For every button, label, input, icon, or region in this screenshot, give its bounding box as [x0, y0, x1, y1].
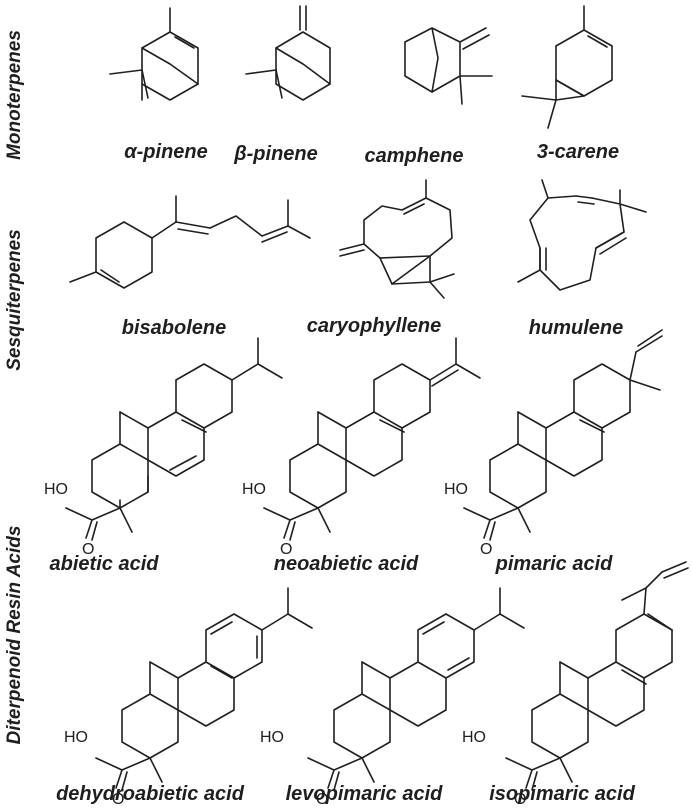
atom-o-dehydroabietic: O: [112, 791, 124, 808]
structure-levopimaric-acid: [307, 587, 525, 791]
atom-ho-dehydroabietic: HO: [64, 729, 88, 746]
category-monoterpenes: Monoterpenes: [4, 30, 25, 160]
atom-ho-isopimaric: HO: [462, 729, 486, 746]
structure-abietic-acid: [65, 337, 283, 541]
atom-o-pimaric: O: [480, 541, 492, 558]
label-3-carene: 3-carene: [537, 141, 619, 163]
structure-pimaric-acid: [463, 329, 663, 541]
atom-o-isopimaric: O: [514, 791, 526, 808]
atom-o-neoabietic: O: [280, 541, 292, 558]
atom-o-abietic: O: [82, 541, 94, 558]
atom-ho-levopimaric: HO: [260, 729, 284, 746]
label-humulene: humulene: [529, 317, 623, 339]
atom-ho-neoabietic: HO: [242, 481, 266, 498]
structure-beta-pinene: [245, 5, 331, 101]
atom-ho-abietic: HO: [44, 481, 68, 498]
label-bisabolene: bisabolene: [122, 317, 226, 339]
structure-alpha-pinene: [109, 7, 199, 101]
category-diterpenoid-resin-acids: Diterpenoid Resin Acids: [4, 526, 25, 745]
structure-humulene: [517, 179, 647, 291]
label-pimaric-acid: pimaric acid: [495, 553, 614, 575]
label-dehydroabietic-acid: dehydroabietic acid: [56, 783, 245, 805]
category-sesquiterpenes: Sesquiterpenes: [4, 229, 25, 371]
label-neoabietic-acid: neoabietic acid: [274, 553, 419, 575]
atom-o-levopimaric: O: [316, 791, 328, 808]
structure-camphene: [404, 27, 493, 105]
structure-isopimaric-acid: [505, 561, 689, 791]
structure-3-carene: [521, 5, 613, 129]
label-beta-pinene: β-pinene: [233, 143, 318, 165]
label-isopimaric-acid: isopimaric acid: [489, 783, 635, 805]
structure-neoabietic-acid: [263, 337, 481, 541]
label-levopimaric-acid: levopimaric acid: [286, 783, 444, 805]
structure-caryophyllene: [339, 179, 455, 299]
label-alpha-pinene: α-pinene: [124, 141, 208, 163]
label-caryophyllene: caryophyllene: [307, 315, 442, 337]
structure-dehydroabietic-acid: [95, 587, 313, 791]
label-abietic-acid: abietic acid: [50, 553, 160, 575]
structure-bisabolene: [69, 195, 311, 289]
label-camphene: camphene: [365, 145, 464, 167]
atom-ho-pimaric: HO: [444, 481, 468, 498]
